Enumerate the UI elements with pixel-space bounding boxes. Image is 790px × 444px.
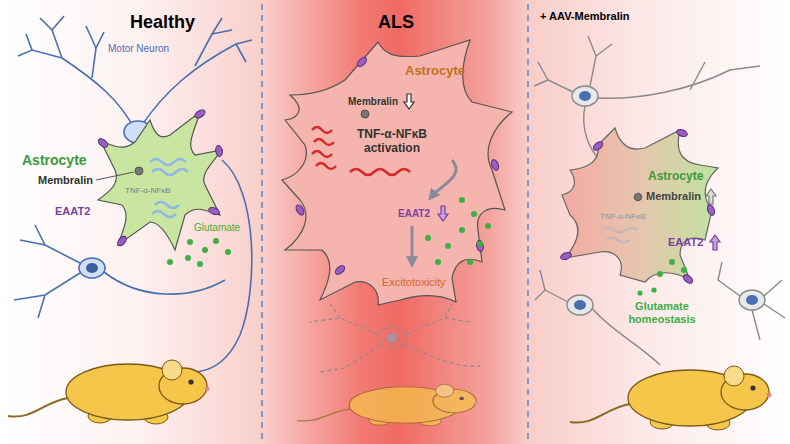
astrocyte-shape bbox=[280, 36, 516, 308]
mouse bbox=[297, 384, 478, 426]
molecule-label: EAAT2 bbox=[55, 205, 90, 218]
astrocyte: AstrocyteMembralinTNF-α-NFκB activationE… bbox=[280, 36, 516, 308]
molecule-label: EAAT2 bbox=[668, 236, 703, 249]
panel: + AAV-MembralinAstrocyteMembralinTNF-α-N… bbox=[528, 0, 790, 444]
molecule-label: TNF-α-NFκB activation bbox=[336, 128, 448, 156]
panel-divider bbox=[262, 4, 528, 440]
molecule-label: Membralin bbox=[646, 190, 701, 203]
panel-title: ALS bbox=[378, 12, 414, 33]
mouse bbox=[570, 366, 771, 430]
degenerating-neuron bbox=[310, 304, 480, 372]
panel-title: Healthy bbox=[130, 12, 195, 33]
molecule-label: Membralin bbox=[348, 96, 398, 108]
panel: ALS AstrocyteMembralinTNF-α-NFκB activati… bbox=[262, 0, 528, 444]
mouse bbox=[8, 360, 209, 424]
molecule-label: EAAT2 bbox=[398, 208, 430, 220]
astrocyte-shape bbox=[556, 122, 724, 287]
motor-neuron bbox=[14, 16, 252, 372]
annotation-label: Glutamate homeostasis bbox=[622, 300, 702, 325]
motor-neuron bbox=[534, 36, 785, 365]
astrocyte: AstrocyteMembralinTNF-α-NFκB EAAT2 bbox=[556, 122, 724, 287]
panel-title: + AAV-Membralin bbox=[540, 10, 630, 23]
annotation-label: Glutamate bbox=[194, 222, 240, 234]
annotation-label: Excitotoxicity bbox=[382, 276, 446, 289]
cell-label: Astrocyte bbox=[405, 64, 465, 79]
molecule-label: Membralin bbox=[38, 174, 93, 187]
molecule-label: TNF-α-NFκB bbox=[125, 186, 171, 195]
cell-label: Astrocyte bbox=[648, 170, 703, 184]
cell-label: Astrocyte bbox=[22, 152, 87, 168]
molecule-label: TNF-α-NFκB bbox=[600, 212, 646, 221]
annotation-label: Motor Neuron bbox=[108, 43, 169, 55]
